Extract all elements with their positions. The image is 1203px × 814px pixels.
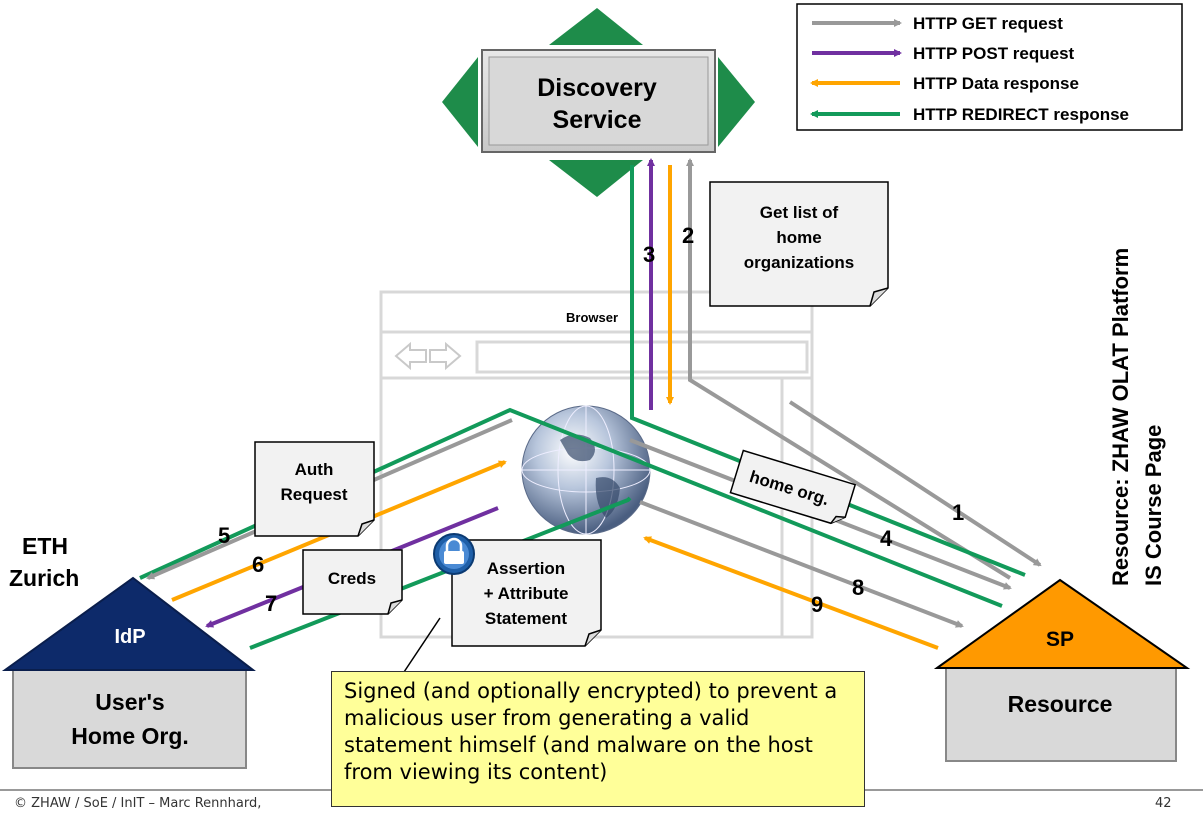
legend: HTTP GET request HTTP POST request HTTP … — [796, 3, 1183, 131]
browser-label: Browser — [566, 310, 618, 325]
sp-resource-vertical-1: Resource: ZHAW OLAT Platform — [1108, 248, 1133, 586]
footer-credit: © ZHAW / SoE / InIT – Marc Rennhard, — [14, 796, 262, 811]
sp-label: SP — [1046, 628, 1074, 651]
step-3: 3 — [643, 242, 655, 267]
callout-pointer — [403, 617, 441, 673]
discovery-diamonds — [442, 8, 755, 197]
svg-text:Auth: Auth — [295, 460, 334, 479]
note-creds: Creds — [302, 549, 403, 615]
idp-org-1: ETH — [22, 533, 68, 559]
note-get-list: Get list of home organizations — [709, 181, 889, 307]
svg-text:Assertion: Assertion — [487, 559, 565, 578]
discovery-title-2: Service — [553, 106, 642, 134]
legend-post: HTTP POST request — [913, 44, 1075, 63]
legend-data: HTTP Data response — [913, 74, 1079, 93]
lock-icon — [433, 533, 475, 575]
legend-redirect: HTTP REDIRECT response — [913, 105, 1129, 124]
step-2: 2 — [682, 223, 694, 248]
idp-label: IdP — [114, 626, 145, 648]
discovery-title-1: Discovery — [537, 74, 657, 102]
signature-callout: Signed (and optionally encrypted) to pre… — [331, 671, 865, 807]
idp-house-label-2: Home Org. — [71, 723, 189, 749]
step-7: 7 — [265, 591, 277, 616]
step-1: 1 — [952, 500, 964, 525]
idp-org-2: Zurich — [9, 565, 79, 591]
step-8: 8 — [852, 575, 864, 600]
legend-get: HTTP GET request — [913, 14, 1063, 33]
note-auth-request: Auth Request — [254, 441, 375, 537]
step-6: 6 — [252, 552, 264, 577]
sp-house-label: Resource — [1008, 691, 1113, 717]
svg-text:+ Attribute: + Attribute — [484, 584, 569, 603]
note-assertion: Assertion + Attribute Statement — [451, 539, 602, 647]
step-numbers: 1 2 3 4 5 6 7 8 9 — [218, 223, 964, 617]
svg-text:Get list of: Get list of — [760, 203, 839, 222]
svg-text:Statement: Statement — [485, 609, 568, 628]
back-forward-icon — [394, 341, 462, 371]
sp-resource-vertical-2: IS Course Page — [1141, 425, 1166, 586]
step-9: 9 — [811, 592, 823, 617]
discovery-service-box: Discovery Service — [481, 49, 716, 153]
svg-text:Creds: Creds — [328, 569, 376, 588]
note-home-org: home org. — [729, 449, 857, 525]
step-4: 4 — [880, 526, 893, 551]
svg-text:home: home — [776, 228, 821, 247]
svg-text:Request: Request — [280, 485, 347, 504]
step-5: 5 — [218, 523, 230, 548]
svg-text:organizations: organizations — [744, 253, 855, 272]
sp-house: SP Resource — [933, 578, 1191, 762]
idp-house-label-1: User's — [95, 689, 164, 715]
idp-house: IdP User's Home Org. — [1, 576, 256, 769]
page-number: 42 — [1155, 796, 1172, 811]
